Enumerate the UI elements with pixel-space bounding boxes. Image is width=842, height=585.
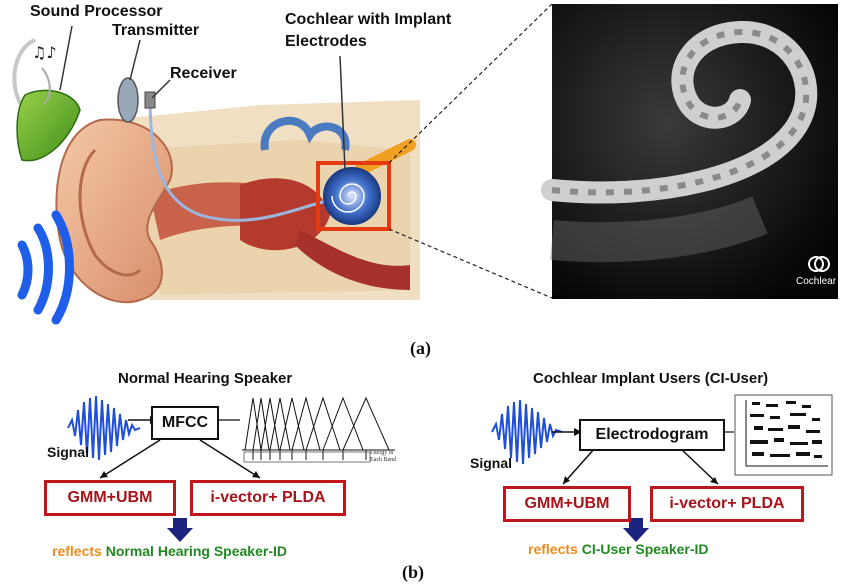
electrodogram-box: Electrodogram xyxy=(579,419,725,451)
pointer-receiver xyxy=(151,79,171,99)
right-result-line: reflects CI-User Speaker-ID xyxy=(528,541,709,557)
sound-wave-icon xyxy=(17,240,33,300)
zoom-line-bottom xyxy=(388,228,553,299)
auditory-nerve xyxy=(354,139,416,176)
label-cochlear-line2: Electrodes xyxy=(285,33,367,50)
pointer-transmitter xyxy=(129,39,141,81)
label-transmitter: Transmitter xyxy=(112,22,200,39)
pipeline-graphics xyxy=(67,394,833,542)
pointer-cochlear xyxy=(339,55,346,171)
left-pipeline-title: Normal Hearing Speaker xyxy=(118,370,293,387)
right-gmm-ubm-box: GMM+UBM xyxy=(503,486,631,522)
receiver-block xyxy=(144,91,156,109)
cochlea xyxy=(323,167,381,225)
left-signal-waveform xyxy=(67,395,141,461)
right-signal-waveform xyxy=(491,399,563,465)
left-signal-label: Signal xyxy=(47,444,90,460)
down-arrow-left xyxy=(167,518,193,542)
semicircular-canals xyxy=(260,116,350,151)
left-ivector-plda-box: i-vector+ PLDA xyxy=(190,480,346,516)
right-result-text: CI-User Speaker-ID xyxy=(581,541,709,557)
left-reflects-word: reflects xyxy=(52,543,102,559)
ear-anatomy-illustration: ♫♪ xyxy=(12,3,838,325)
cochlea-highlight-box xyxy=(316,161,391,231)
left-result-text: Normal Hearing Speaker-ID xyxy=(105,543,287,559)
left-result-line: reflects Normal Hearing Speaker-ID xyxy=(52,543,287,559)
label-receiver: Receiver xyxy=(170,65,237,82)
music-note-icon: ♫♪ xyxy=(32,43,57,62)
electrode-lead xyxy=(148,94,331,222)
cochlear-logo-icon xyxy=(808,256,824,272)
down-arrow-right xyxy=(623,518,649,542)
right-ivector-plda-box: i-vector+ PLDA xyxy=(650,486,804,522)
label-cochlear-line1: Cochlear with Implant xyxy=(285,11,452,28)
mfcc-box: MFCC xyxy=(151,406,219,440)
left-gmm-ubm-box: GMM+UBM xyxy=(44,480,176,516)
right-reflects-word: reflects xyxy=(528,541,578,557)
sound-processor-body xyxy=(16,89,81,162)
caption-a: (a) xyxy=(410,338,431,358)
filterbank-note: Energy in Each Band xyxy=(370,450,397,463)
right-pipeline-title: Cochlear Implant Users (CI-User) xyxy=(533,370,769,387)
zoom-line-top xyxy=(388,3,553,164)
mel-filterbank-diagram xyxy=(242,396,395,463)
transmitter-coil xyxy=(117,77,139,123)
eustachian-tube xyxy=(295,230,410,290)
pointer-sound-processor xyxy=(59,25,73,91)
cochlear-brand-text: Cochlear xyxy=(796,276,837,287)
caption-b: (b) xyxy=(402,562,424,582)
electrodogram-plot xyxy=(734,394,833,476)
right-signal-label: Signal xyxy=(470,455,513,471)
label-sound-processor: Sound Processor xyxy=(30,3,163,20)
